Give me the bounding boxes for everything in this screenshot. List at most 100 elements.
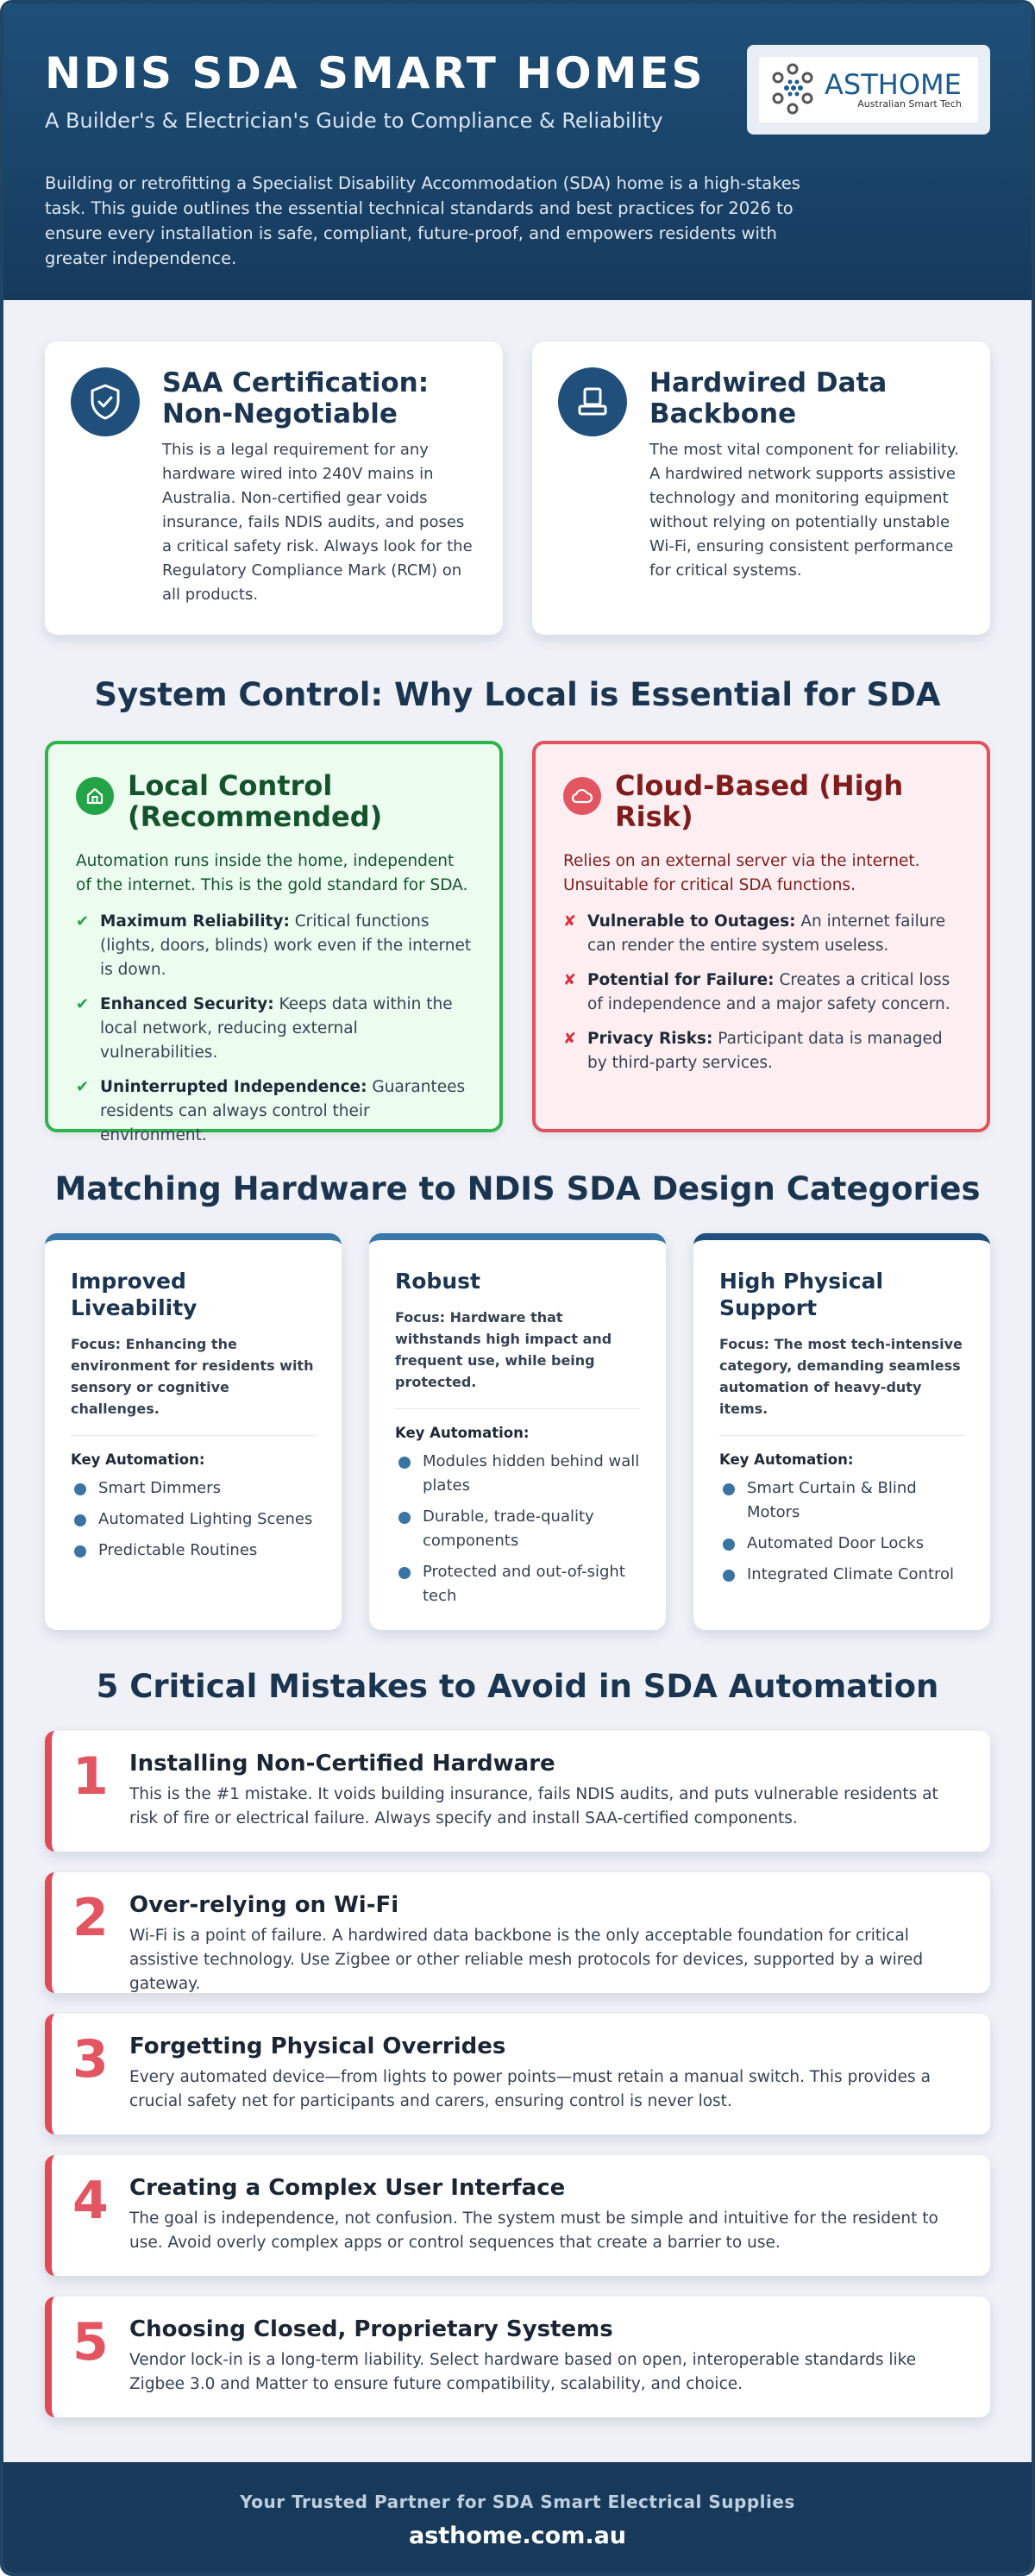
bullet-icon	[723, 1570, 735, 1582]
bullet-icon	[398, 1567, 411, 1579]
footer-tagline: Your Trusted Partner for SDA Smart Elect…	[240, 2491, 795, 2512]
mistake-title: Choosing Closed, Proprietary Systems	[129, 2316, 613, 2342]
category-title: Robust	[395, 1269, 480, 1294]
list-item: Modules hidden behind wall plates	[395, 1450, 640, 1498]
mistake-item: 4 Creating a Complex User Interface The …	[45, 2155, 990, 2276]
card-hardwired-backbone: Hardwired Data Backbone The most vital c…	[532, 342, 990, 635]
list-item: Durable, trade-quality components	[395, 1505, 640, 1553]
list-item: Smart Curtain & Blind Motors	[719, 1476, 964, 1525]
card-saa-certification: SAA Certification: Non-Negotiable This i…	[45, 342, 503, 635]
mistake-title: Creating a Complex User Interface	[129, 2175, 566, 2201]
footer-website-link[interactable]: asthome.com.au	[408, 2523, 627, 2549]
page-title: NDIS SDA SMART HOMES	[45, 48, 706, 98]
list-item: Automated Lighting Scenes	[71, 1507, 316, 1532]
section-title-system-control: System Control: Why Local is Essential f…	[94, 676, 941, 713]
logo: ASTHOME Australian Smart Tech	[759, 57, 978, 122]
automation-list: Smart Dimmers Automated Lighting Scenes …	[71, 1476, 316, 1563]
card-title: Hardwired Data Backbone	[649, 367, 888, 429]
bullet-icon	[74, 1514, 86, 1526]
list-item: Protected and out-of-sight tech	[395, 1560, 640, 1608]
list-item: ✘Vulnerable to Outages: An internet fail…	[563, 910, 959, 958]
mistake-item: 2 Over-relying on Wi-Fi Wi-Fi is a point…	[45, 1872, 990, 1993]
list-item: Integrated Climate Control	[719, 1563, 964, 1587]
cross-icon: ✘	[563, 912, 577, 931]
list-item: Automated Door Locks	[719, 1532, 964, 1556]
bullet-icon	[74, 1545, 86, 1558]
check-icon: ✔	[76, 912, 90, 931]
category-robust: Robust Focus: Hardware that withstands h…	[369, 1233, 666, 1630]
check-icon: ✔	[76, 995, 90, 1013]
list-item: Predictable Routines	[71, 1539, 316, 1563]
mistake-text: The goal is independence, not confusion.…	[129, 2209, 938, 2252]
card-text: The most vital component for reliability…	[649, 441, 959, 580]
category-focus: Focus: Enhancing the environment for res…	[71, 1336, 314, 1417]
mistake-text: Wi-Fi is a point of failure. A hardwired…	[129, 1927, 924, 1993]
list-item: Smart Dimmers	[71, 1476, 316, 1501]
mistake-number: 4	[72, 2171, 109, 2231]
bullet-icon	[723, 1539, 735, 1551]
divider	[719, 1435, 964, 1436]
mistake-item: 5 Choosing Closed, Proprietary Systems V…	[45, 2297, 990, 2417]
mistakes-list: 1 Installing Non-Certified Hardware This…	[3, 1731, 1032, 2417]
logo-box: ASTHOME Australian Smart Tech	[747, 45, 990, 135]
card-text: This is a legal requirement for any hard…	[162, 441, 473, 604]
key-automation-label: Key Automation:	[71, 1451, 205, 1468]
check-icon: ✔	[76, 1078, 90, 1096]
card-cloud-control: Cloud-Based (High Risk) Relies on an ext…	[532, 741, 990, 1132]
list-item: ✘Potential for Failure: Creates a critic…	[563, 968, 959, 1017]
mistake-number: 3	[72, 2029, 109, 2090]
category-high-physical-support: High Physical Support Focus: The most te…	[693, 1233, 990, 1630]
list-item: ✔Enhanced Security: Keeps data within th…	[76, 993, 472, 1065]
divider	[71, 1435, 316, 1436]
key-automation-label: Key Automation:	[719, 1451, 854, 1468]
shield-check-icon	[71, 367, 140, 436]
divider	[395, 1408, 640, 1409]
key-automation-label: Key Automation:	[395, 1425, 530, 1441]
mistake-title: Over-relying on Wi-Fi	[129, 1892, 399, 1918]
mistake-text: This is the #1 mistake. It voids buildin…	[129, 1785, 938, 1827]
category-focus: Focus: The most tech-intensive category,…	[719, 1336, 963, 1417]
logo-tagline: Australian Smart Tech	[857, 98, 962, 110]
cloud-icon	[563, 777, 601, 815]
automation-list: Modules hidden behind wall plates Durabl…	[395, 1450, 640, 1608]
mistake-title: Installing Non-Certified Hardware	[129, 1751, 555, 1777]
home-icon	[76, 777, 114, 815]
category-improved-liveability: Improved Liveability Focus: Enhancing th…	[45, 1233, 342, 1630]
card-title: Local Control (Recommended)	[128, 769, 383, 833]
automation-list: Smart Curtain & Blind Motors Automated D…	[719, 1476, 964, 1587]
cross-icon: ✘	[563, 971, 577, 989]
list-item: ✘Privacy Risks: Participant data is mana…	[563, 1027, 959, 1075]
bullet-icon	[723, 1483, 735, 1495]
server-icon	[558, 367, 627, 436]
card-intro: Automation runs inside the home, indepen…	[76, 852, 468, 894]
cross-icon: ✘	[563, 1030, 577, 1048]
header-banner: NDIS SDA SMART HOMES A Builder's & Elect…	[3, 3, 1032, 300]
mistake-item: 1 Installing Non-Certified Hardware This…	[45, 1731, 990, 1852]
list-item: ✔Uninterrupted Independence: Guarantees …	[76, 1075, 472, 1148]
benefit-list: ✔Maximum Reliability: Critical functions…	[76, 910, 472, 1148]
card-title: Cloud-Based (High Risk)	[615, 769, 904, 833]
mistake-text: Every automated device—from lights to po…	[129, 2068, 931, 2110]
section-title-design-categories: Matching Hardware to NDIS SDA Design Cat…	[54, 1170, 981, 1207]
mistake-text: Vendor lock-in is a long-term liability.…	[129, 2351, 917, 2393]
category-title: Improved Liveability	[71, 1269, 198, 1320]
intro-paragraph: Building or retrofitting a Specialist Di…	[45, 173, 800, 268]
risk-list: ✘Vulnerable to Outages: An internet fail…	[563, 910, 959, 1075]
card-intro: Relies on an external server via the int…	[563, 852, 920, 894]
key-requirements: SAA Certification: Non-Negotiable This i…	[3, 300, 1032, 635]
bullet-icon	[74, 1483, 86, 1495]
control-comparison: Local Control (Recommended) Automation r…	[3, 741, 1032, 1144]
category-title: High Physical Support	[719, 1269, 884, 1320]
card-local-control: Local Control (Recommended) Automation r…	[45, 741, 503, 1144]
mistake-title: Forgetting Physical Overrides	[129, 2034, 506, 2059]
category-focus: Focus: Hardware that withstands high imp…	[395, 1309, 612, 1390]
section-title-mistakes: 5 Critical Mistakes to Avoid in SDA Auto…	[96, 1668, 939, 1705]
mistake-number: 2	[72, 1888, 109, 1948]
mistake-item: 3 Forgetting Physical Overrides Every au…	[45, 2014, 990, 2134]
molecule-logo-icon	[772, 63, 813, 115]
card-title: SAA Certification: Non-Negotiable	[162, 367, 430, 429]
list-item: ✔Maximum Reliability: Critical functions…	[76, 910, 472, 982]
footer: Your Trusted Partner for SDA Smart Elect…	[3, 2462, 1032, 2573]
bullet-icon	[398, 1512, 411, 1524]
